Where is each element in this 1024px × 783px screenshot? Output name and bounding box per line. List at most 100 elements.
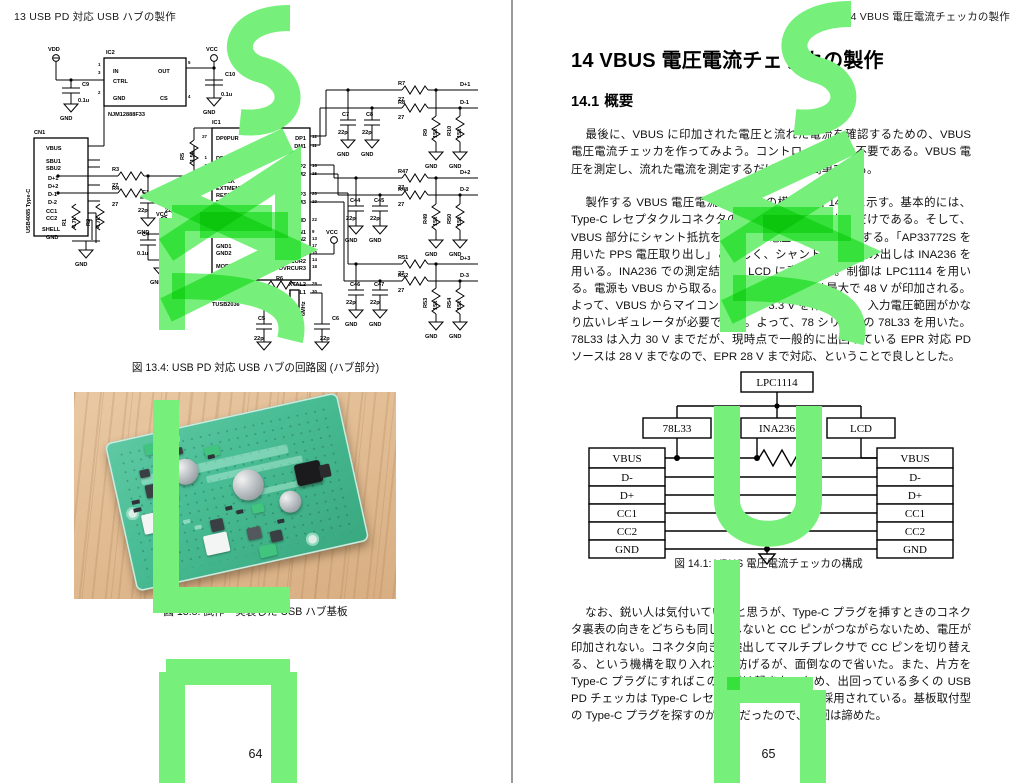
svg-text:NPINT0: NPINT0 (216, 292, 236, 298)
svg-text:OCPROT: OCPROT (216, 271, 241, 277)
svg-text:C3: C3 (168, 232, 175, 238)
svg-text:22p: 22p (338, 130, 348, 136)
svg-text:DP1: DP1 (295, 136, 306, 142)
svg-text:R2: R2 (86, 219, 92, 226)
svg-text:CTRL: CTRL (113, 79, 128, 85)
svg-text:PWRON2: PWRON2 (281, 237, 306, 243)
svg-text:R48: R48 (398, 187, 408, 193)
svg-text:CN1: CN1 (34, 130, 45, 136)
svg-text:4.7k: 4.7k (96, 216, 102, 228)
paragraph-orientation-note: なお、鋭い人は気付いていると思うが、Type-C プラグを挿すときのコネクタ裏表… (571, 605, 971, 725)
svg-text:VBUS: VBUS (900, 453, 929, 465)
svg-text:GND: GND (361, 152, 373, 158)
svg-text:2: 2 (205, 163, 208, 168)
section-number: 14.1 (571, 94, 600, 110)
svg-text:15k: 15k (457, 216, 463, 226)
svg-text:D-3: D-3 (460, 273, 469, 279)
svg-text:D-2: D-2 (48, 200, 57, 206)
svg-text:BUSPWR: BUSPWR (216, 200, 241, 206)
svg-text:VDD: VDD (48, 47, 60, 53)
svg-text:R51: R51 (398, 255, 408, 261)
svg-text:VCC2: VCC2 (216, 229, 231, 235)
svg-text:1.5k: 1.5k (190, 150, 196, 162)
svg-text:D+: D+ (620, 490, 634, 502)
block-diagram-figure-14-1: LPC1114 78L33 INA236 LCD (571, 370, 971, 570)
svg-text:GND: GND (203, 110, 215, 116)
photo-figure-13-5 (74, 392, 396, 599)
svg-text:78L33: 78L33 (663, 423, 692, 435)
svg-text:NJM12888F33: NJM12888F33 (108, 112, 145, 118)
svg-text:GND: GND (425, 164, 437, 170)
svg-text:MODE: MODE (216, 264, 233, 270)
svg-text:OVRCUR2: OVRCUR2 (279, 259, 306, 265)
svg-text:4.7k: 4.7k (72, 216, 78, 228)
svg-text:1: 1 (205, 155, 208, 160)
svg-text:D-2: D-2 (460, 187, 469, 193)
svg-text:15k: 15k (433, 128, 439, 138)
svg-text:GND: GND (615, 544, 639, 556)
svg-text:R52: R52 (398, 273, 408, 279)
svg-text:17: 17 (312, 243, 317, 248)
svg-text:GND: GND (345, 322, 357, 328)
svg-text:VBUS: VBUS (46, 146, 62, 152)
svg-text:OVRCUR1: OVRCUR1 (279, 252, 306, 258)
svg-text:D+2: D+2 (48, 184, 58, 190)
svg-text:1: 1 (98, 62, 101, 67)
svg-text:C5: C5 (258, 316, 265, 322)
svg-text:27: 27 (398, 115, 404, 121)
svg-text:DP2: DP2 (295, 164, 306, 170)
folio-left: 64 (248, 747, 263, 761)
svg-text:GND: GND (345, 238, 357, 244)
running-head-right: 14 VBUS 電圧電流チェッカの製作 (844, 11, 1010, 23)
svg-text:VCC: VCC (156, 212, 168, 218)
svg-text:22p: 22p (362, 130, 372, 136)
svg-text:D-: D- (909, 472, 921, 484)
svg-text:R47: R47 (398, 169, 408, 175)
svg-text:EECLK: EECLK (216, 179, 235, 185)
svg-text:IC2: IC2 (106, 50, 115, 56)
svg-text:R5: R5 (180, 153, 186, 160)
svg-text:X1: X1 (292, 305, 298, 312)
svg-text:C2: C2 (168, 190, 175, 196)
svg-text:D-1: D-1 (48, 192, 57, 198)
paragraph-text: 製作する VBUS 電圧電流チェッカの構成を図 14.1 に示す。基本的には、T… (571, 197, 971, 364)
svg-text:GND: GND (46, 235, 58, 241)
svg-text:SHELL: SHELL (42, 227, 61, 233)
svg-text:R8: R8 (398, 100, 405, 106)
svg-text:IN: IN (113, 69, 119, 75)
svg-text:PWRON3: PWRON3 (281, 244, 306, 250)
svg-text:R50: R50 (447, 214, 453, 224)
svg-text:GND: GND (369, 322, 381, 328)
svg-text:15k: 15k (433, 300, 439, 310)
left-page: 13 USB PD 対応 USB ハブの製作 VDD C9 0.1u (0, 0, 511, 783)
svg-text:4: 4 (188, 94, 191, 99)
svg-text:DM1: DM1 (294, 144, 306, 150)
svg-text:22p: 22p (254, 336, 264, 342)
svg-text:GND: GND (369, 238, 381, 244)
svg-text:GND2: GND2 (216, 251, 232, 257)
folio-right: 65 (761, 747, 776, 761)
svg-text:CC2: CC2 (617, 526, 637, 538)
svg-text:22p: 22p (320, 336, 330, 342)
svg-text:D-: D- (621, 472, 633, 484)
svg-text:CC2: CC2 (905, 526, 925, 538)
svg-text:VCC1: VCC1 (216, 222, 231, 228)
svg-text:GND: GND (60, 116, 72, 122)
svg-text:C1: C1 (142, 190, 149, 196)
svg-text:GND: GND (449, 334, 461, 340)
svg-text:GND: GND (425, 252, 437, 258)
svg-text:C44: C44 (350, 198, 361, 204)
svg-text:C46: C46 (350, 282, 360, 288)
svg-text:C10: C10 (225, 72, 235, 78)
svg-text:27: 27 (398, 185, 404, 191)
svg-text:0.1u: 0.1u (78, 98, 90, 104)
svg-text:27: 27 (398, 202, 404, 208)
svg-text:C6: C6 (332, 316, 339, 322)
svg-text:1.5k: 1.5k (274, 292, 286, 298)
svg-text:D+1: D+1 (48, 176, 58, 182)
svg-text:22p: 22p (138, 208, 148, 214)
svg-text:OUT: OUT (158, 69, 170, 75)
svg-text:C9: C9 (82, 82, 89, 88)
svg-text:EEDATA: EEDATA (216, 207, 238, 213)
